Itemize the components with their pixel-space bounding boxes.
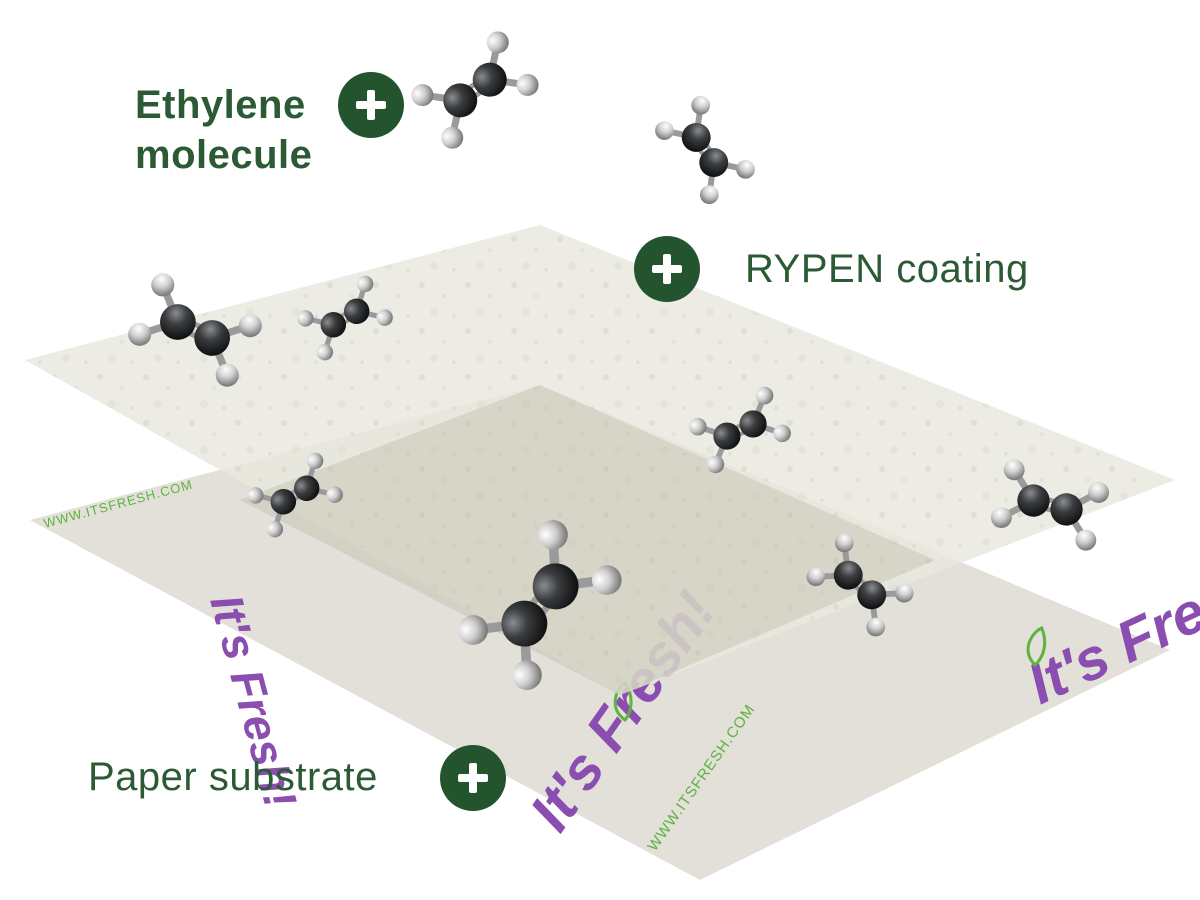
- ethylene-molecule: [806, 533, 914, 637]
- rypen-coating-label: RYPEN coating: [745, 247, 1029, 291]
- plus-icon: [356, 90, 386, 120]
- rypen-coating-sheet: [25, 225, 1175, 695]
- ethylene-molecule: [655, 95, 755, 205]
- ethylene-label: Ethylene molecule: [135, 83, 313, 177]
- plus-icon: [458, 763, 488, 793]
- ethylene-molecule: [990, 459, 1110, 551]
- molecules-layer: [128, 31, 1110, 690]
- ethylene-molecule: [689, 386, 791, 474]
- ethylene-molecule: [411, 31, 539, 149]
- paper-substrate-label: Paper substrate: [88, 755, 378, 799]
- rypen-coating-hotspot-button[interactable]: [634, 236, 700, 302]
- ethylene-molecule: [297, 275, 393, 361]
- leaf-icon: [1026, 625, 1047, 668]
- ethylene-hotspot-button[interactable]: [338, 72, 404, 138]
- ethylene-molecule: [458, 520, 622, 690]
- ethylene-molecule: [247, 452, 343, 538]
- ethylene-molecule: [128, 273, 262, 387]
- plus-icon: [652, 254, 682, 284]
- paper-substrate-hotspot-button[interactable]: [440, 745, 506, 811]
